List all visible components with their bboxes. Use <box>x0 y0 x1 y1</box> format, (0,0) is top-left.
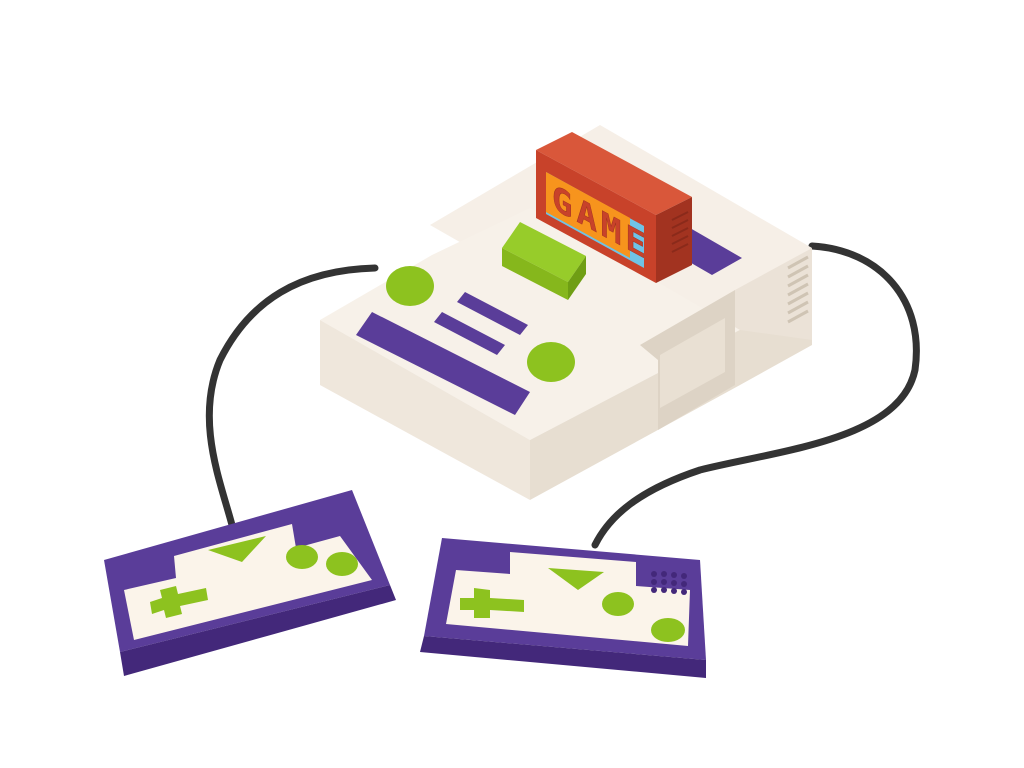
cartridge-label-orange <box>546 172 630 258</box>
round-button-icon[interactable] <box>286 545 318 569</box>
green-block-top <box>502 222 586 282</box>
dpad-icon[interactable] <box>460 588 524 618</box>
green-block-side <box>568 256 586 300</box>
power-light-icon[interactable] <box>527 342 575 382</box>
left-controller[interactable] <box>104 490 396 676</box>
triangle-button-icon[interactable] <box>548 568 604 590</box>
right-cable <box>591 242 920 549</box>
eject-button-icon[interactable] <box>434 312 505 355</box>
left-controller-edge <box>120 585 396 676</box>
reset-button-icon[interactable] <box>457 292 528 335</box>
cartridge-side <box>656 197 692 283</box>
speaker-grille-icon <box>651 571 687 595</box>
right-controller-edge <box>420 636 706 678</box>
left-cable <box>205 264 379 529</box>
green-block-front <box>502 248 568 300</box>
console-left-face <box>320 320 530 500</box>
round-button-icon[interactable] <box>602 592 634 616</box>
triangle-button-icon[interactable] <box>208 536 266 562</box>
speaker-grille-icon <box>787 255 809 324</box>
cartridge-top <box>536 132 692 215</box>
controller-cables <box>205 242 920 549</box>
console-right-inset <box>660 318 725 408</box>
right-controller[interactable] <box>420 538 706 678</box>
round-button-icon[interactable] <box>651 618 685 642</box>
deck-stripe <box>356 312 530 415</box>
console-deck-top <box>320 208 740 440</box>
right-controller-face <box>446 552 690 646</box>
power-button-icon[interactable] <box>386 266 434 306</box>
dpad-icon[interactable] <box>150 586 208 618</box>
cartridge-side-ridges <box>671 211 689 253</box>
round-button-icon[interactable] <box>326 552 358 576</box>
